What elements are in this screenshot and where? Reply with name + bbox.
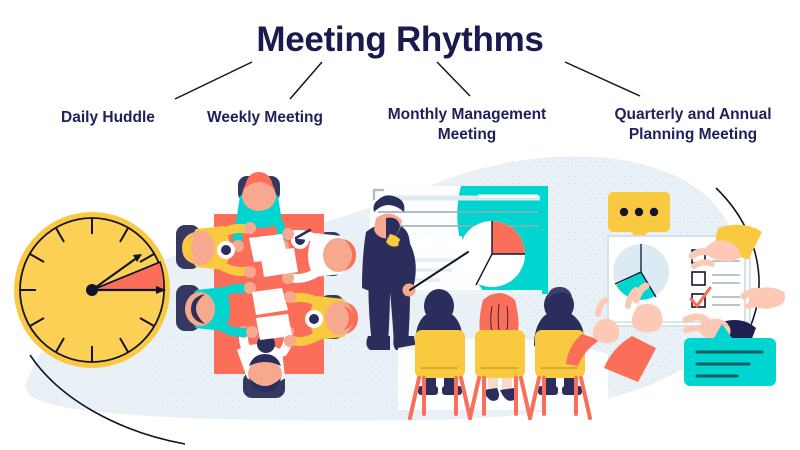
scene-round-table	[176, 172, 358, 398]
hand-right-bare	[740, 287, 786, 309]
audience-member-1	[408, 289, 472, 420]
hand-far-left	[566, 297, 620, 366]
presenter-figure	[362, 195, 469, 350]
label-monthly-management-meeting: Monthly Management Meeting	[372, 105, 562, 145]
audience-row	[398, 286, 608, 420]
scene-clock	[14, 212, 170, 368]
hand-yellow	[688, 224, 762, 269]
page-title: Meeting Rhythms	[256, 20, 544, 59]
table-person-left-upper	[182, 222, 256, 278]
audience-member-2	[468, 293, 532, 420]
scene-planning-board	[566, 192, 786, 386]
table-person-left-lower	[185, 282, 292, 340]
audience-member-3	[528, 286, 592, 420]
label-line-1: Daily Huddle	[61, 109, 155, 126]
label-line-1: Quarterly and Annual	[614, 106, 772, 123]
connector-line-1	[174, 61, 253, 100]
hand-coral	[604, 282, 663, 382]
table-person-right-lower	[284, 291, 358, 347]
checklist	[689, 249, 740, 308]
planning-whiteboard	[607, 235, 751, 327]
label-line-1: Weekly Meeting	[206, 109, 323, 126]
label-line-2: Meeting	[437, 125, 497, 143]
label-daily-huddle: Daily Huddle	[18, 108, 198, 128]
speech-bubble-teal	[684, 324, 776, 386]
table-person-top	[232, 172, 309, 262]
label-line-1: Monthly Management	[387, 106, 547, 123]
scene-presentation	[362, 186, 608, 420]
arc-bottom-left	[29, 354, 186, 445]
label-weekly-meeting: Weekly Meeting	[175, 108, 355, 128]
table-person-right-upper	[260, 228, 356, 284]
label-line-2: Planning Meeting	[628, 125, 758, 143]
label-quarterly-annual-planning-meeting: Quarterly and Annual Planning Meeting	[594, 105, 792, 145]
connector-lines	[174, 61, 641, 100]
